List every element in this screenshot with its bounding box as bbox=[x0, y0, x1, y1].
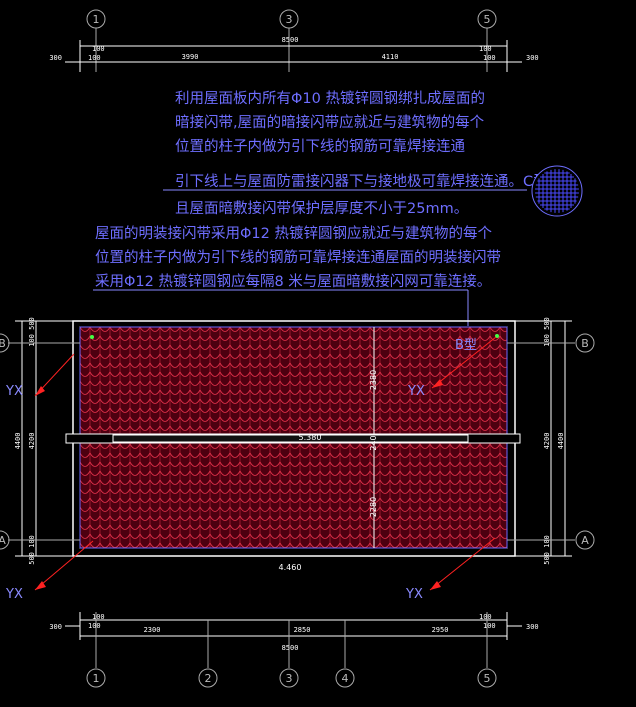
left-dims bbox=[0, 320, 80, 557]
axis-bubble-bottom-2 bbox=[198, 668, 218, 688]
axis-bubble-left-A bbox=[0, 530, 10, 550]
b-type-label: B型 bbox=[455, 338, 477, 353]
dim-top-b: 4110 bbox=[382, 53, 399, 61]
axis-label-top-5: 5 bbox=[484, 13, 491, 26]
axis-label-left-A: A bbox=[0, 534, 6, 547]
note-main-line-1: 利用屋面板内所有Φ10 热镀锌圆钢绑扎成屋面的 bbox=[175, 89, 485, 107]
note-main-line-2: 暗接闪带,屋面的暗接闪带应就近与建筑物的每个 bbox=[175, 113, 485, 131]
note-second: 屋面的明装接闪带采用Φ12 热镀锌圆钢应就近与建筑物的每个 位置的柱子内做为引下… bbox=[95, 224, 501, 290]
dim-top-ext-left: 300 bbox=[49, 54, 62, 62]
yx-label-4: YX bbox=[405, 587, 423, 602]
arrow-heads bbox=[35, 379, 443, 590]
roof-mid-dim: 240 bbox=[369, 435, 378, 450]
axis-label-right-A: A bbox=[581, 534, 589, 547]
dim-bottom-c: 2950 bbox=[432, 626, 449, 634]
eave-elevation: 4.460 bbox=[279, 563, 302, 572]
dim-top-s3: 100 bbox=[479, 45, 492, 53]
dim-left-mid: 4200 bbox=[28, 433, 36, 450]
dim-right-bottom: 500 100 bbox=[543, 535, 551, 565]
note-second-line-1: 屋面的明装接闪带采用Φ12 热镀锌圆钢应就近与建筑物的每个 bbox=[95, 224, 492, 242]
axis-bubble-bottom-1 bbox=[86, 668, 106, 688]
dim-left-top: 100 500 bbox=[28, 317, 36, 347]
note-main-line-4: 引下线上与屋面防雷接闪器下与接地极可靠焊接连通。C型 bbox=[175, 173, 548, 190]
bottom-dims bbox=[65, 612, 522, 668]
dim-right-total: 4400 bbox=[557, 433, 565, 450]
axis-bubble-bottom-5 bbox=[477, 668, 497, 688]
yx-label-2: YX bbox=[407, 384, 425, 399]
axis-label-top-3: 3 bbox=[286, 13, 293, 26]
yx-label-3: YX bbox=[5, 587, 23, 602]
dim-bottom-s4: 100 bbox=[483, 622, 496, 630]
axis-bubble-bottom-3 bbox=[279, 668, 299, 688]
axis-label-right-B: B bbox=[581, 337, 589, 350]
axis-bubble-bottom-4 bbox=[335, 668, 355, 688]
axis-label-bottom-4: 4 bbox=[342, 672, 349, 685]
axis-label-bottom-2: 2 bbox=[205, 672, 212, 685]
dim-bottom-s2: 100 bbox=[88, 622, 101, 630]
dim-top-a: 3990 bbox=[182, 53, 199, 61]
dim-bottom-ext-right: 300 bbox=[526, 623, 539, 631]
bottom-axis-bubbles bbox=[86, 668, 497, 688]
dim-top-s4: 100 bbox=[483, 54, 496, 62]
dim-top-s2: 100 bbox=[88, 54, 101, 62]
c-type-mesh-icon bbox=[531, 165, 583, 217]
axis-bubble-left-B bbox=[0, 333, 10, 353]
ridge-elevation: 5.380 bbox=[299, 433, 322, 442]
dim-left-total: 4400 bbox=[14, 433, 22, 450]
ridge-inner bbox=[112, 434, 469, 443]
dim-bottom-s3: 100 bbox=[479, 613, 492, 621]
dim-right-mid: 4200 bbox=[543, 433, 551, 450]
yx-label-1: YX bbox=[5, 384, 23, 399]
dim-top-s1: 100 bbox=[92, 45, 105, 53]
roof-upper-dim: 2380 bbox=[369, 370, 378, 390]
dim-top-total: 8500 bbox=[282, 36, 299, 44]
right-dims bbox=[507, 320, 595, 557]
axis-label-bottom-5: 5 bbox=[484, 672, 491, 685]
note-main-line-3: 位置的柱子内做为引下线的钢筋可靠焊接连通 bbox=[175, 138, 465, 155]
dim-bottom-s1: 100 bbox=[92, 613, 105, 621]
dim-top-ext-right: 300 bbox=[526, 54, 539, 62]
axis-bubble-right-A bbox=[575, 530, 595, 550]
axis-label-left-B: B bbox=[0, 337, 6, 350]
dim-bottom-total: 8500 bbox=[282, 644, 299, 652]
note-main-line-5: 且屋面暗敷接闪带保护层厚度不小于25mm。 bbox=[175, 200, 468, 217]
dim-left-bottom: 500 100 bbox=[28, 535, 36, 565]
roof-lower-dim: 2280 bbox=[369, 497, 378, 517]
axis-bubble-right-B bbox=[575, 333, 595, 353]
note-second-line-2: 位置的柱子内做为引下线的钢筋可靠焊接连通屋面的明装接闪带 bbox=[95, 249, 501, 266]
dim-bottom-b: 2850 bbox=[294, 626, 311, 634]
dim-bottom-ext-left: 300 bbox=[49, 623, 62, 631]
dim-right-top: 100 500 bbox=[543, 317, 551, 347]
top-axis-group bbox=[65, 9, 522, 72]
note-main: 利用屋面板内所有Φ10 热镀锌圆钢绑扎成屋面的 暗接闪带,屋面的暗接闪带应就近与… bbox=[175, 89, 548, 217]
axis-label-bottom-3: 3 bbox=[286, 672, 293, 685]
axis-label-bottom-1: 1 bbox=[93, 672, 100, 685]
dim-bottom-a: 2300 bbox=[144, 626, 161, 634]
axis-label-top-1: 1 bbox=[93, 13, 100, 26]
note-second-line-3: 采用Φ12 热镀锌圆钢应每隔8 米与屋面暗敷接闪网可靠连接。 bbox=[95, 272, 491, 290]
